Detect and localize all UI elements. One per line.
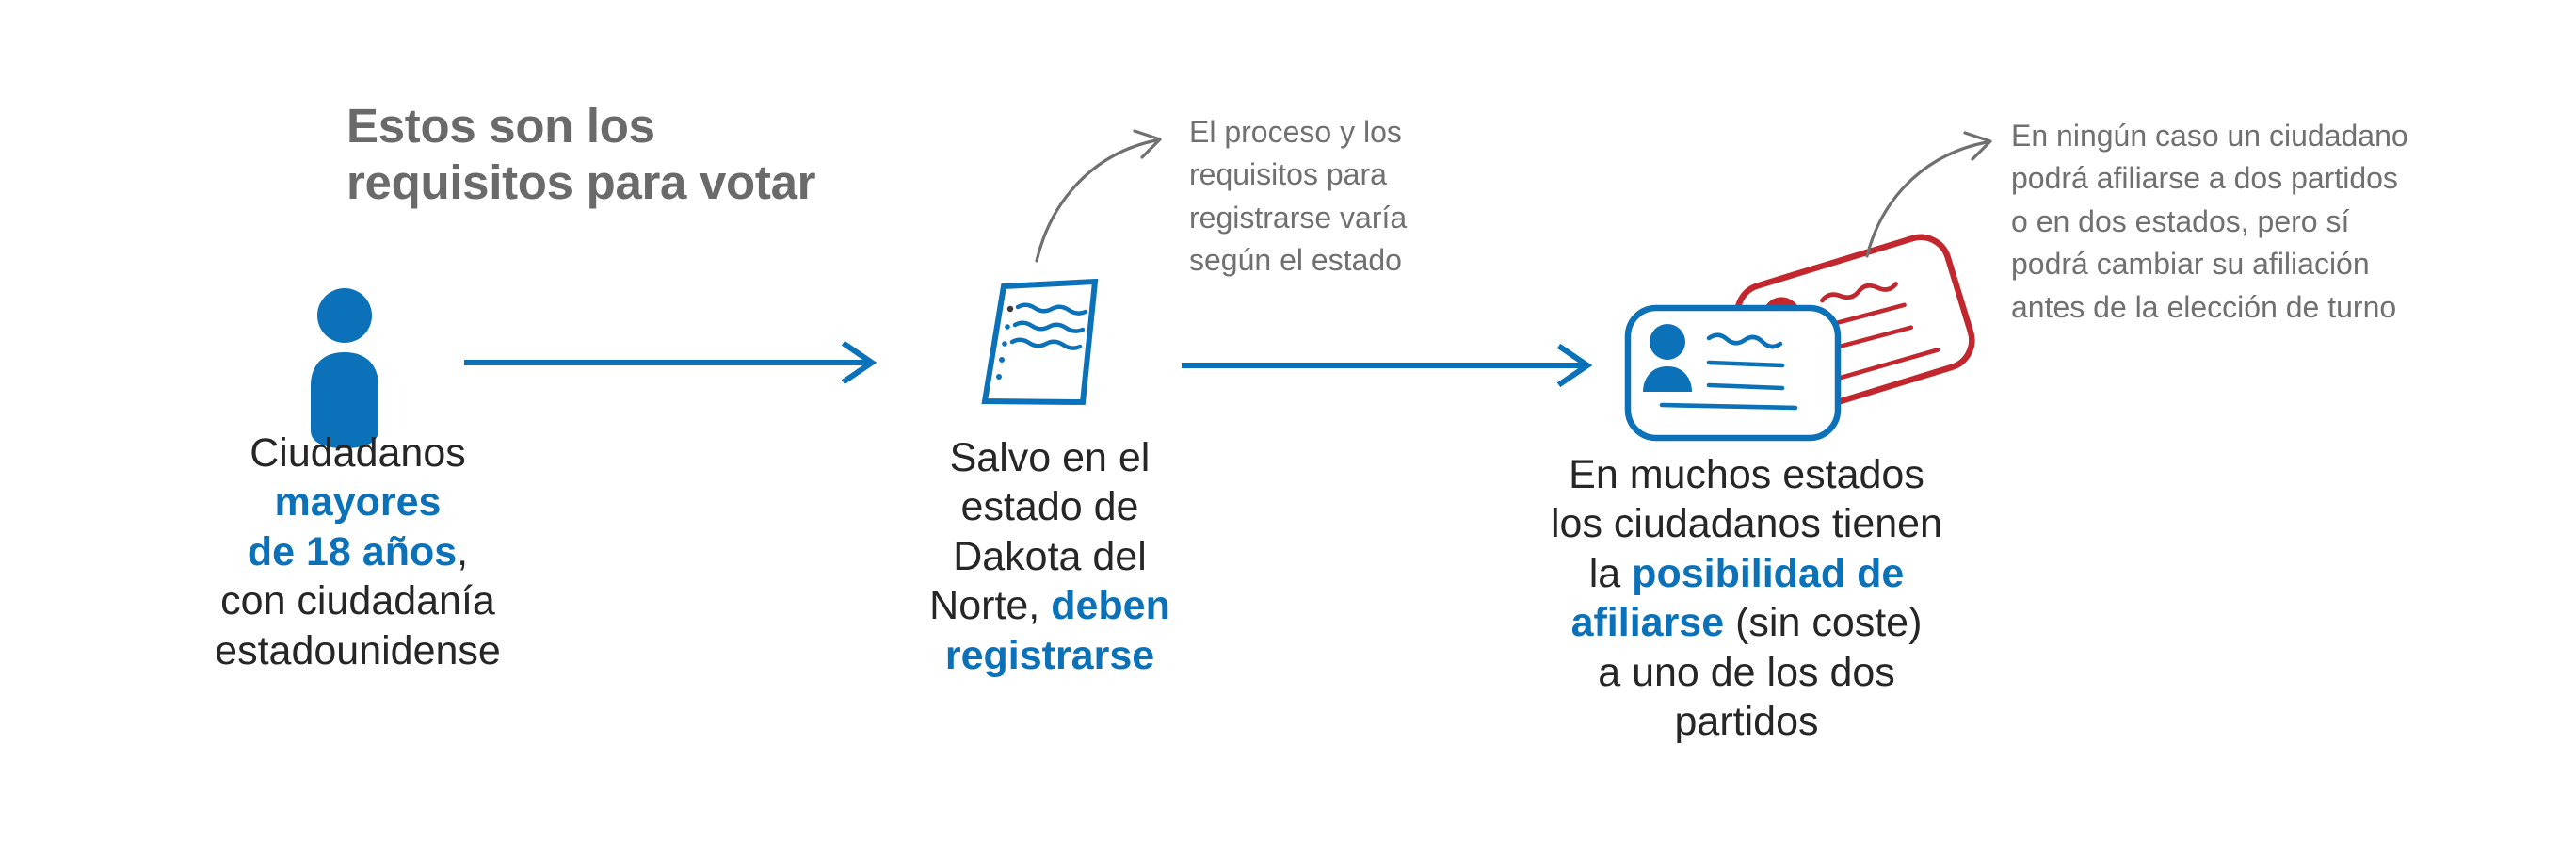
caption-prefix: la — [1588, 550, 1633, 596]
flow-arrow-2 — [1182, 343, 1593, 388]
caption-emphasis: afiliarse — [1570, 600, 1725, 646]
caption-line: mayores — [113, 478, 603, 526]
caption-line: Norte, deben — [852, 581, 1248, 630]
page-title-line-2: requisitos para votar — [346, 154, 816, 209]
annotation-line: según el estado — [1189, 243, 1402, 278]
callout-arrow-1 — [1035, 129, 1162, 263]
annotation-line: El proceso y los — [1189, 115, 1402, 149]
caption-emphasis: mayores — [274, 479, 442, 526]
caption-suffix: , — [457, 528, 469, 575]
caption-step-citizens: Ciudadanos mayores de 18 años, con ciuda… — [113, 429, 603, 675]
caption-line: la posibilidad de — [1473, 549, 2020, 598]
caption-line: con ciudadanía — [220, 578, 495, 624]
caption-step-affiliate: En muchos estados los ciudadanos tienen … — [1473, 450, 2020, 747]
person-icon — [311, 288, 378, 448]
annotation-line: podrá cambiar su afiliación — [2011, 247, 2370, 282]
caption-line: registrarse — [852, 631, 1248, 680]
caption-emphasis: deben — [1051, 583, 1170, 629]
caption-line: Ciudadanos — [250, 430, 466, 476]
id-card-blue — [1624, 304, 1842, 442]
caption-line: partidos — [1674, 699, 1819, 745]
page-title-line-1: Estos son los — [346, 99, 655, 153]
caption-line: de 18 años, — [113, 527, 603, 576]
caption-line: los ciudadanos tienen — [1551, 501, 1942, 547]
caption-line: afiliarse (sin coste) — [1473, 598, 2020, 647]
annotation-line: requisitos para — [1189, 157, 1387, 192]
callout-arrow-2 — [1865, 131, 1992, 258]
caption-emphasis: de 18 años — [247, 528, 458, 575]
flow-arrow-1 — [464, 340, 877, 385]
page-title: Estos son los requisitos para votar — [346, 98, 949, 210]
caption-line: a uno de los dos — [1598, 649, 1895, 695]
caption-emphasis: registrarse — [944, 632, 1155, 678]
caption-line: Dakota del — [953, 533, 1147, 579]
id-card-red — [1734, 234, 1975, 419]
annotation-line: En ningún caso un ciudadano — [2011, 119, 2408, 153]
caption-prefix: Norte, — [929, 583, 1052, 629]
annotation-line: registrarse varía — [1189, 200, 1408, 235]
annotation-line: o en dos estados, pero sí — [2011, 203, 2350, 238]
caption-step-register: Salvo en el estado de Dakota del Norte, … — [852, 433, 1248, 680]
annotation-affiliation: En ningún caso un ciudadano podrá afilia… — [2011, 115, 2538, 329]
caption-line: estado de — [960, 484, 1139, 530]
annotation-line: podrá afiliarse a dos partidos — [2011, 161, 2398, 196]
annotation-line: antes de la elección de turno — [2011, 289, 2397, 324]
caption-line: En muchos estados — [1569, 452, 1924, 497]
annotation-register: El proceso y los requisitos para registr… — [1189, 111, 1500, 283]
caption-line: estadounidense — [215, 627, 501, 673]
caption-suffix: (sin coste) — [1724, 600, 1923, 646]
document-icon — [981, 278, 1099, 406]
caption-emphasis: posibilidad de — [1632, 550, 1905, 596]
caption-line: Salvo en el — [949, 435, 1151, 480]
